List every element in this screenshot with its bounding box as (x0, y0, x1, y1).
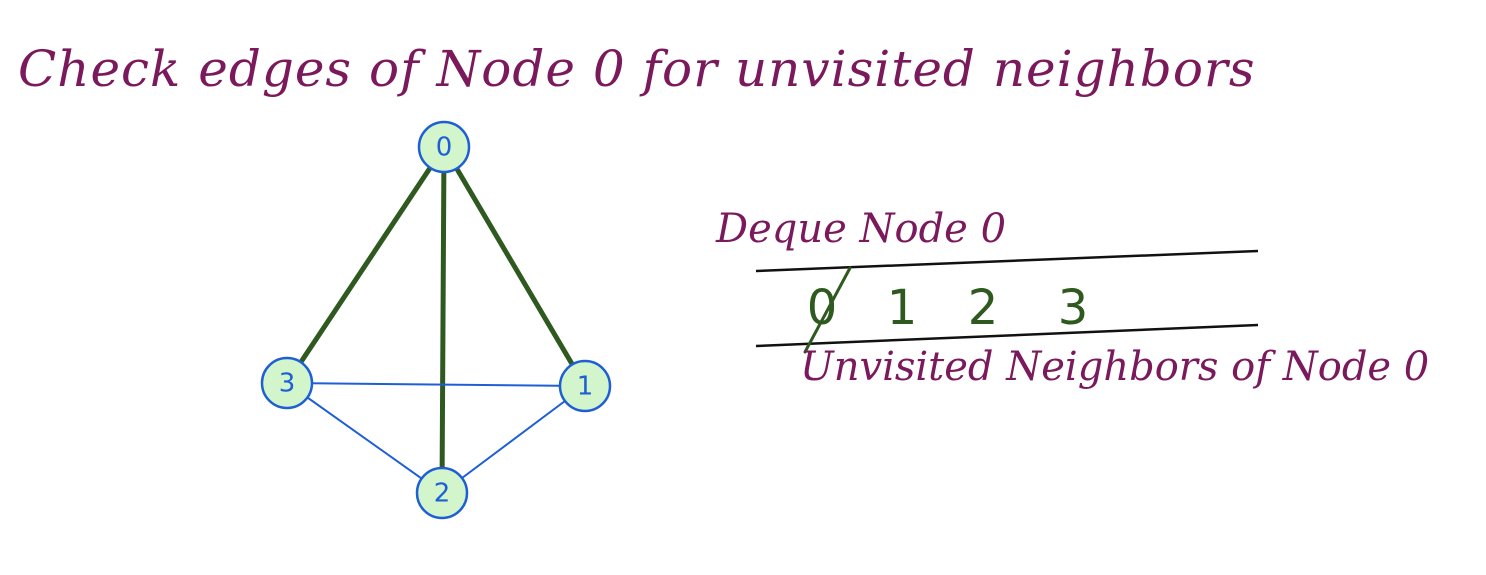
node-circle (417, 120, 471, 174)
node-label: 3 (279, 369, 296, 399)
edge-0-3 (284, 144, 447, 386)
node-0: 0 (417, 120, 471, 174)
queue-item-3: 3 (1058, 280, 1089, 336)
node-label: 2 (434, 479, 451, 509)
page-title: Check edges of Node 0 for unvisited neig… (18, 40, 1256, 98)
node-circle (415, 466, 469, 520)
queue-item-1: 1 (887, 280, 918, 336)
edge-1-2 (441, 385, 586, 494)
queue-bottom-line (755, 323, 1259, 348)
node-label: 1 (577, 372, 594, 402)
queue-top-line (755, 249, 1259, 273)
edge-0-2 (439, 144, 447, 496)
edge-0-1 (441, 144, 588, 389)
graph-nodes: 0 1 2 3 (260, 120, 612, 520)
queue-item-strike (803, 266, 852, 354)
queue-item-2: 2 (968, 280, 999, 336)
queue-title: Deque Node 0 (716, 206, 1007, 252)
node-1: 1 (558, 359, 612, 413)
node-3: 3 (260, 356, 314, 410)
node-circle (260, 356, 314, 410)
queue-item-0: 0 (807, 280, 838, 336)
node-2: 2 (415, 466, 469, 520)
edge-3-2 (286, 382, 443, 494)
edge-3-1 (286, 382, 586, 387)
node-circle (558, 359, 612, 413)
queue-caption: Unvisited Neighbors of Node 0 (800, 344, 1430, 390)
graph-edges (284, 144, 588, 496)
node-label: 0 (436, 133, 453, 163)
